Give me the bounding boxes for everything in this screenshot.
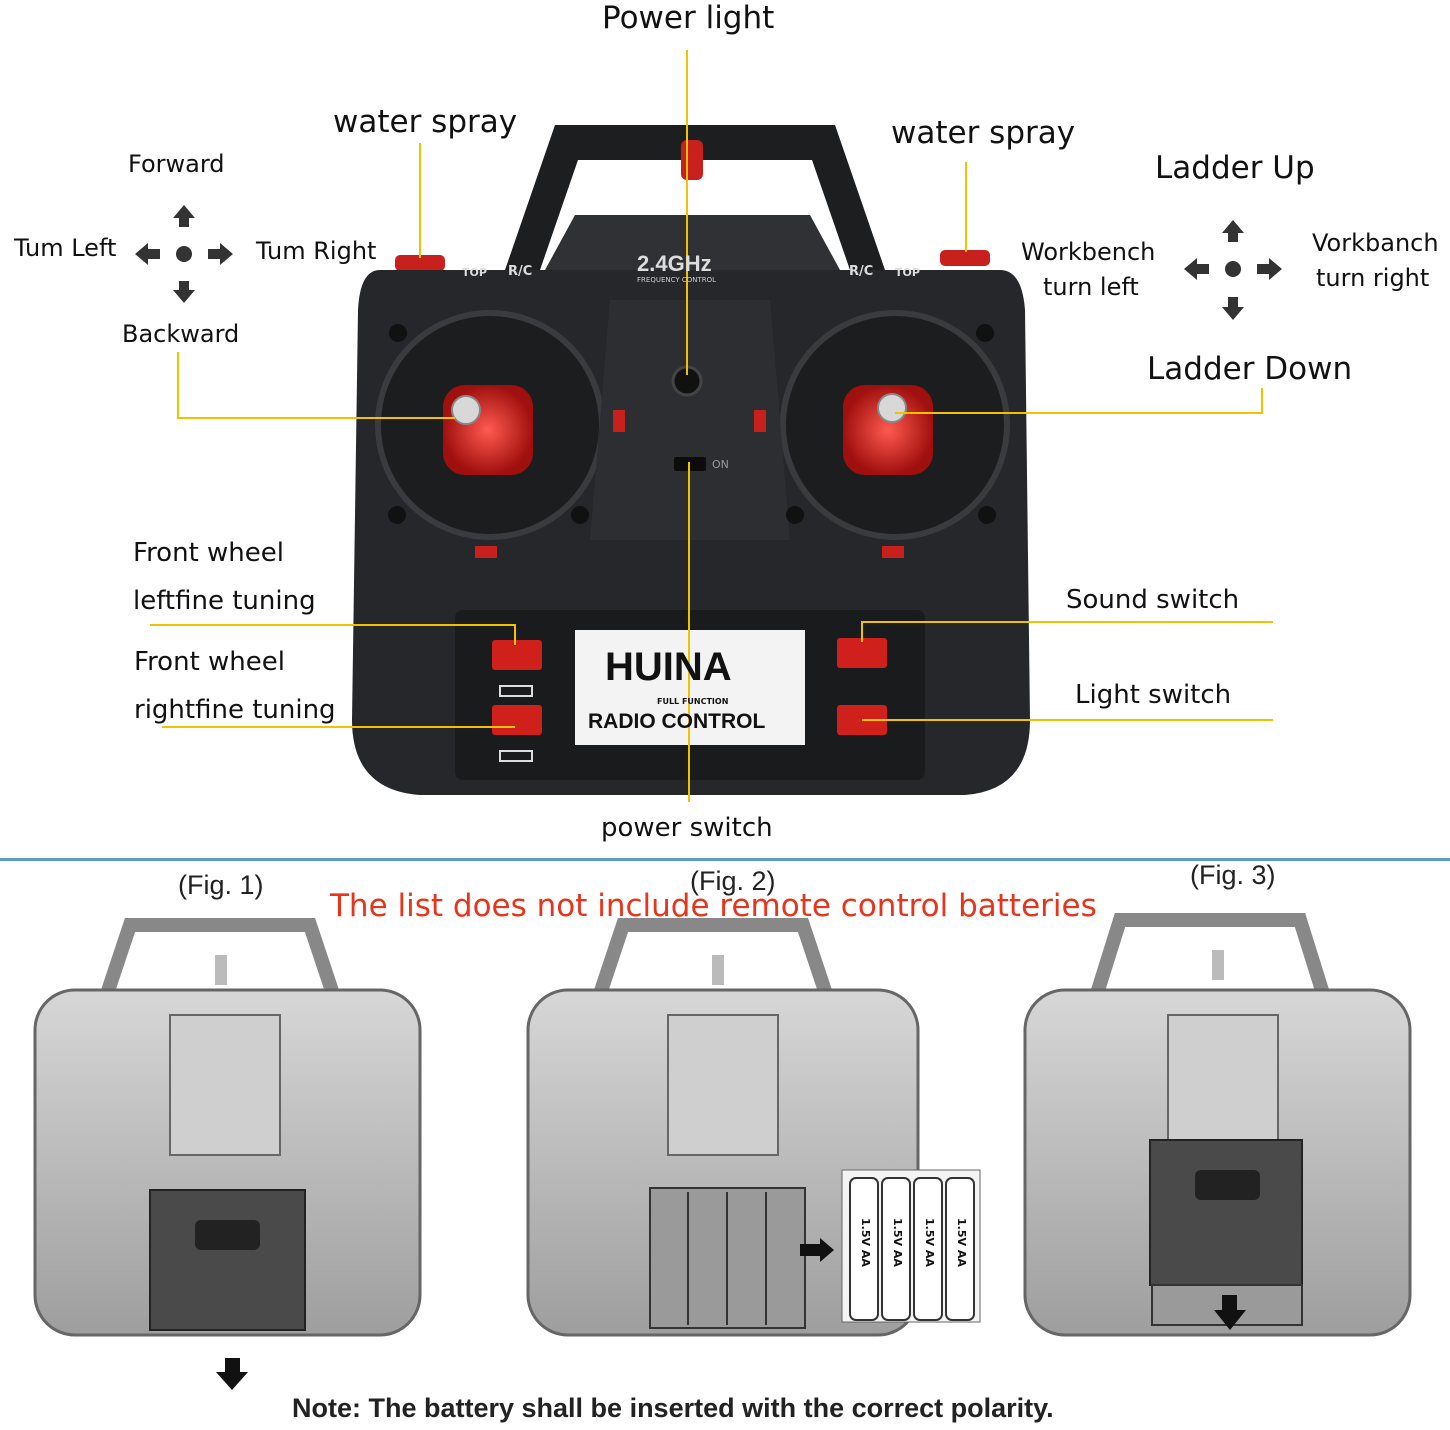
arrow-down-icon xyxy=(1214,1295,1246,1330)
on-label: ON xyxy=(712,458,729,471)
arrow-up-icon xyxy=(1222,220,1244,242)
right-joystick xyxy=(843,385,933,475)
label-ladder-down: Ladder Down xyxy=(1147,351,1353,387)
fig3-label: (Fig. 3) xyxy=(1190,860,1276,890)
arrow-left-icon xyxy=(800,1238,834,1262)
figure-1-remote xyxy=(33,918,422,1390)
pad-center-icon xyxy=(1225,261,1241,277)
sound-switch-button xyxy=(837,638,887,668)
arrow-down-icon xyxy=(216,1358,248,1390)
brand-logo: HUINA xyxy=(605,645,732,689)
battery-label-1: 1.5V AA xyxy=(859,1218,872,1267)
arrow-left-icon xyxy=(1184,258,1209,280)
remote-controller xyxy=(352,125,1030,795)
left-direction-pad xyxy=(135,205,233,303)
band-sublabel: FREQUENCY CONTROL xyxy=(637,276,717,284)
top-label-left: TOP xyxy=(462,266,487,279)
battery-cover xyxy=(1149,1139,1303,1286)
label-workbench-right-line2: turn right xyxy=(1316,264,1430,292)
brand-sublabel: FULL FUNCTION xyxy=(657,697,729,706)
label-front-wheel-left-line2: leftfine tuning xyxy=(133,586,316,616)
battery-warning: The list does not include remote control… xyxy=(330,888,1097,924)
figure-3-remote xyxy=(1023,913,1412,1337)
top-label-right: TOP xyxy=(895,266,920,279)
front-wheel-left-trim-button xyxy=(492,640,542,670)
battery-set xyxy=(841,1169,981,1323)
label-ladder-up: Ladder Up xyxy=(1155,150,1315,186)
arrow-down-icon xyxy=(173,281,195,303)
label-workbench-right-line1: Vorkbanch xyxy=(1312,229,1439,257)
section-divider xyxy=(0,858,1450,861)
band-label: 2.4GHz xyxy=(637,251,712,276)
figure-2-remote xyxy=(526,918,981,1337)
label-workbench-left-line1: Workbench xyxy=(1021,238,1156,266)
rc-label-left: R/C xyxy=(508,264,533,279)
label-sound-switch: Sound switch xyxy=(1066,585,1240,615)
label-turn-right: Tum Right xyxy=(256,237,377,265)
right-direction-pad xyxy=(1184,220,1282,320)
fig2-label: (Fig. 2) xyxy=(690,866,776,896)
arrow-up-icon xyxy=(173,205,195,227)
brand-main-label: RADIO CONTROL xyxy=(588,710,766,733)
arrow-right-icon xyxy=(208,243,233,265)
label-turn-left: Tum Left xyxy=(14,234,117,262)
label-front-wheel-right-line1: Front wheel xyxy=(134,647,285,677)
arrow-right-icon xyxy=(1257,258,1282,280)
front-wheel-right-trim-button xyxy=(492,705,542,735)
polarity-note: Note: The battery shall be inserted with… xyxy=(292,1393,1054,1423)
label-water-spray-right: water spray xyxy=(891,115,1076,151)
battery-cover xyxy=(149,1189,306,1331)
label-power-switch: power switch xyxy=(601,813,773,843)
water-spray-left-button xyxy=(395,255,445,271)
battery-label-4: 1.5V AA xyxy=(955,1218,968,1267)
label-forward: Forward xyxy=(128,150,225,178)
water-spray-right-button xyxy=(940,250,990,266)
label-power-light: Power light xyxy=(602,0,775,36)
label-backward: Backward xyxy=(122,320,240,348)
label-water-spray-left: water spray xyxy=(333,104,518,140)
pad-center-icon xyxy=(176,246,192,262)
label-front-wheel-left-line1: Front wheel xyxy=(133,538,284,568)
battery-label-2: 1.5V AA xyxy=(891,1218,904,1267)
fig1-label: (Fig. 1) xyxy=(178,870,264,900)
label-workbench-left-line2: turn left xyxy=(1043,273,1139,301)
battery-label-3: 1.5V AA xyxy=(923,1218,936,1267)
arrow-left-icon xyxy=(135,243,160,265)
rc-label-right: R/C xyxy=(849,264,874,279)
arrow-down-icon xyxy=(1222,297,1244,320)
leader-lines xyxy=(150,50,1273,802)
label-light-switch: Light switch xyxy=(1075,680,1232,710)
antenna xyxy=(681,140,703,180)
label-front-wheel-right-line2: rightfine tuning xyxy=(134,695,336,725)
